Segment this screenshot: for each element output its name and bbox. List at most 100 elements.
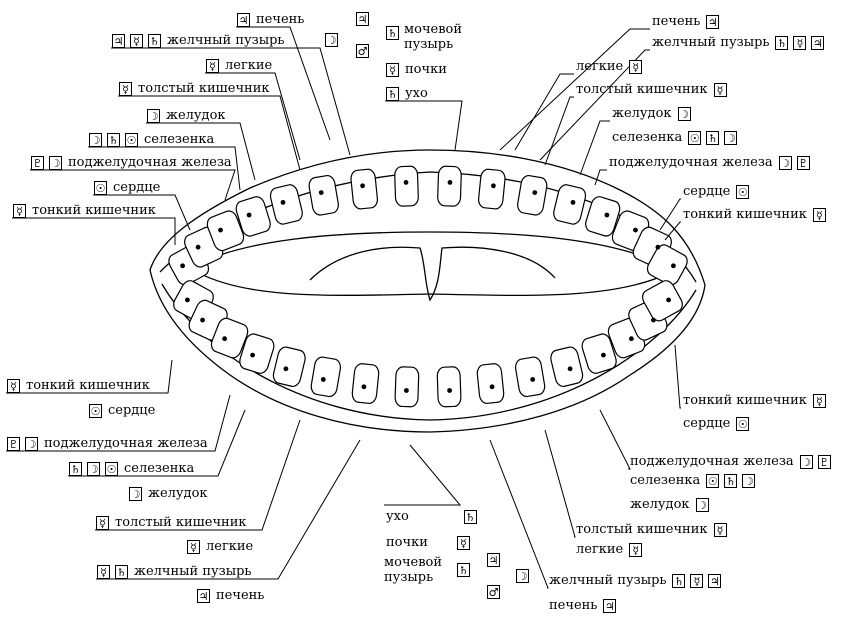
leader-line [515,74,574,150]
organ-name: толстый кишечник [574,82,710,97]
sun-icon: ☉ [105,462,118,476]
mercury-icon: ☿ [813,208,826,222]
upper-tooth [269,183,304,225]
organ-name: поджелудочная железа [607,155,775,170]
organ-name: тонкий кишечник [24,378,152,393]
ul-stomach-label: ☽ желудок [146,108,228,123]
acupoint-dot [491,183,496,188]
moon-icon: ☽ [696,498,709,512]
ll-lungs-label: ☿ легкие [186,539,255,554]
mars-icon: ♂ [487,585,500,599]
lower-tooth [395,367,419,407]
mercury-icon: ☿ [13,204,26,218]
organ-name: толстый кишечник [574,522,710,537]
organ-name: желудок [164,108,228,123]
acupoint-dot [605,213,610,218]
saturn-icon: ♄ [672,574,685,588]
mercury-icon: ☿ [206,59,219,73]
lc-kidneys-label: почки ☿ [384,535,471,550]
mars-icon: ♂ [356,44,369,58]
acupoint-dot [651,318,656,323]
organ-name: поджелудочная железа [66,155,234,170]
lr-lungs-label: легкие ☿ [574,542,643,557]
ll-pancreas-label: ♇ ☽ поджелудочная железа [6,436,210,451]
sun-icon: ☉ [125,133,138,147]
moon-icon: ☽ [800,455,813,469]
organ-name: толстый кишечник [136,81,272,96]
mercury-icon: ☿ [813,394,826,408]
organ-name: печень [650,14,702,29]
mercury-icon: ☿ [714,83,727,97]
acupoint-dot [404,180,409,185]
lr-pancreas-label: поджелудочная железа ☽ ♇ [628,454,832,469]
leader-line [384,445,460,505]
organ-name: желудок [610,106,674,121]
acupoint-dot [185,298,190,303]
mercury-icon: ☿ [187,540,200,554]
lr-spleen-label: селезенка ☉ ♄ ☽ [628,473,756,488]
ll-heart-label: ☉ сердце [88,403,157,418]
organ-name: селезенка [142,132,216,147]
upper-tooth [394,166,418,206]
upper-tooth [308,174,340,216]
organ-name: поджелудочная железа [42,436,210,451]
saturn-icon: ♄ [724,474,737,488]
pluto-icon: ♇ [818,455,831,469]
acupoint-dot [629,336,634,341]
organ-name: сердце [681,416,732,431]
leader-line [580,121,610,175]
organ-name: желудок [628,497,692,512]
ul-spleen-label: ☽ ♄ ☉ селезенка [88,132,216,147]
lc-ear-label: ухо ♄ [384,509,478,524]
mouth-opening [190,232,675,295]
organ-name: селезенка [122,461,196,476]
lower-tooth [476,363,504,404]
mercury-icon: ☿ [629,543,642,557]
uc-ear-label: ♄ ухо [385,86,430,101]
pluto-icon: ♇ [31,156,44,170]
acupoint-dot [666,298,671,303]
lc-bladder-label: мочевой пузырь [384,555,442,585]
pluto-icon: ♇ [7,437,20,451]
jupiter-icon: ♃ [112,34,125,48]
leader-line [545,430,575,537]
moon-icon: ☽ [89,133,102,147]
jupiter-icon: ♃ [811,36,824,50]
lower-tooth [437,367,461,407]
organ-name-line2: пузырь [384,570,433,585]
saturn-icon: ♄ [457,563,470,577]
lr-colon-label: толстый кишечник ☿ [574,522,728,537]
leader-line [545,97,574,165]
lower-tooth [351,363,379,404]
organ-name: толстый кишечник [113,515,249,530]
sun-icon: ☉ [89,404,102,418]
ul-colon-label: ☿ толстый кишечник [118,81,272,96]
acupoint-dot [218,228,223,233]
jupiter-icon: ♃ [487,553,500,567]
acupoint-dot [284,366,289,371]
ur-colon-label: толстый кишечник ☿ [574,82,728,97]
organ-name: селезенка [610,130,684,145]
acupoint-dot [281,200,286,205]
acupoint-dot [490,384,495,389]
moon-icon: ☽ [516,569,529,583]
ul-lungs-label: ☿ легкие [205,58,274,73]
acupoint-dot [404,388,409,393]
organ-name-line2: пузырь [404,37,453,52]
lr-stomach-label: желудок ☽ [628,497,710,512]
acupoint-dot [571,200,576,205]
saturn-icon: ♄ [775,36,788,50]
ll-colon-label: ☿ толстый кишечник [95,515,249,530]
lower-tooth [514,356,546,398]
acupoint-dot [656,245,661,250]
lr-gall-label: желчный пузырь ♄ ☿ ♃ [547,573,722,588]
acupoint-dot [196,245,201,250]
ul-gall-label: ♃ ☿ ♄ желчный пузырь [111,33,286,48]
acupoint-dot [200,318,205,323]
organ-name: легкие [574,59,625,74]
upper-tooth [437,166,461,206]
saturn-icon: ♄ [69,462,82,476]
mercury-icon: ☿ [629,60,642,74]
jupiter-icon: ♃ [603,599,616,613]
moon-icon: ☽ [147,109,160,123]
